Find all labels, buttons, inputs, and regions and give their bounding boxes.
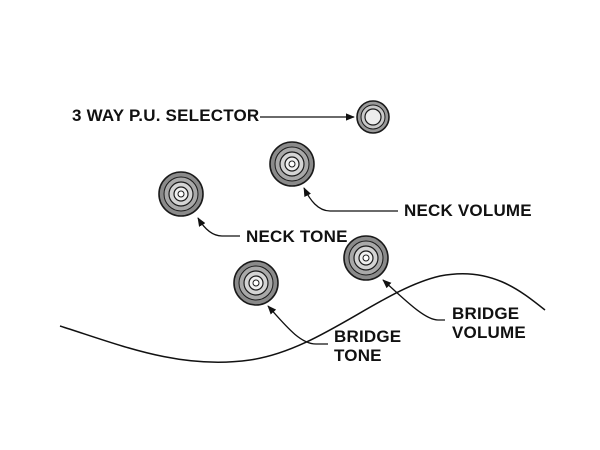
bridge-tone-knob [233,260,279,306]
selector-label: 3 WAY P.U. SELECTOR [72,106,260,125]
bridge-volume-leader-arrow [382,279,445,321]
bridge-volume-knob [343,235,389,281]
bridge-volume-label-line2: VOLUME [452,323,526,342]
bridge-tone-label-line1: BRIDGE [334,327,402,346]
neck-tone-leader-arrow [197,217,240,237]
pickup-selector-switch [356,100,390,134]
bridge-volume-label-line1: BRIDGE [452,304,520,323]
neck-volume-label: NECK VOLUME [404,201,532,220]
neck-tone-label: NECK TONE [246,227,348,246]
neck-volume-leader-arrow [303,187,398,212]
bridge-tone-leader-arrow [267,305,328,345]
bridge-tone-label-line2: TONE [334,346,382,365]
neck-tone-knob [158,171,204,217]
neck-volume-knob [269,141,315,187]
guitar-body-outline [59,272,546,363]
